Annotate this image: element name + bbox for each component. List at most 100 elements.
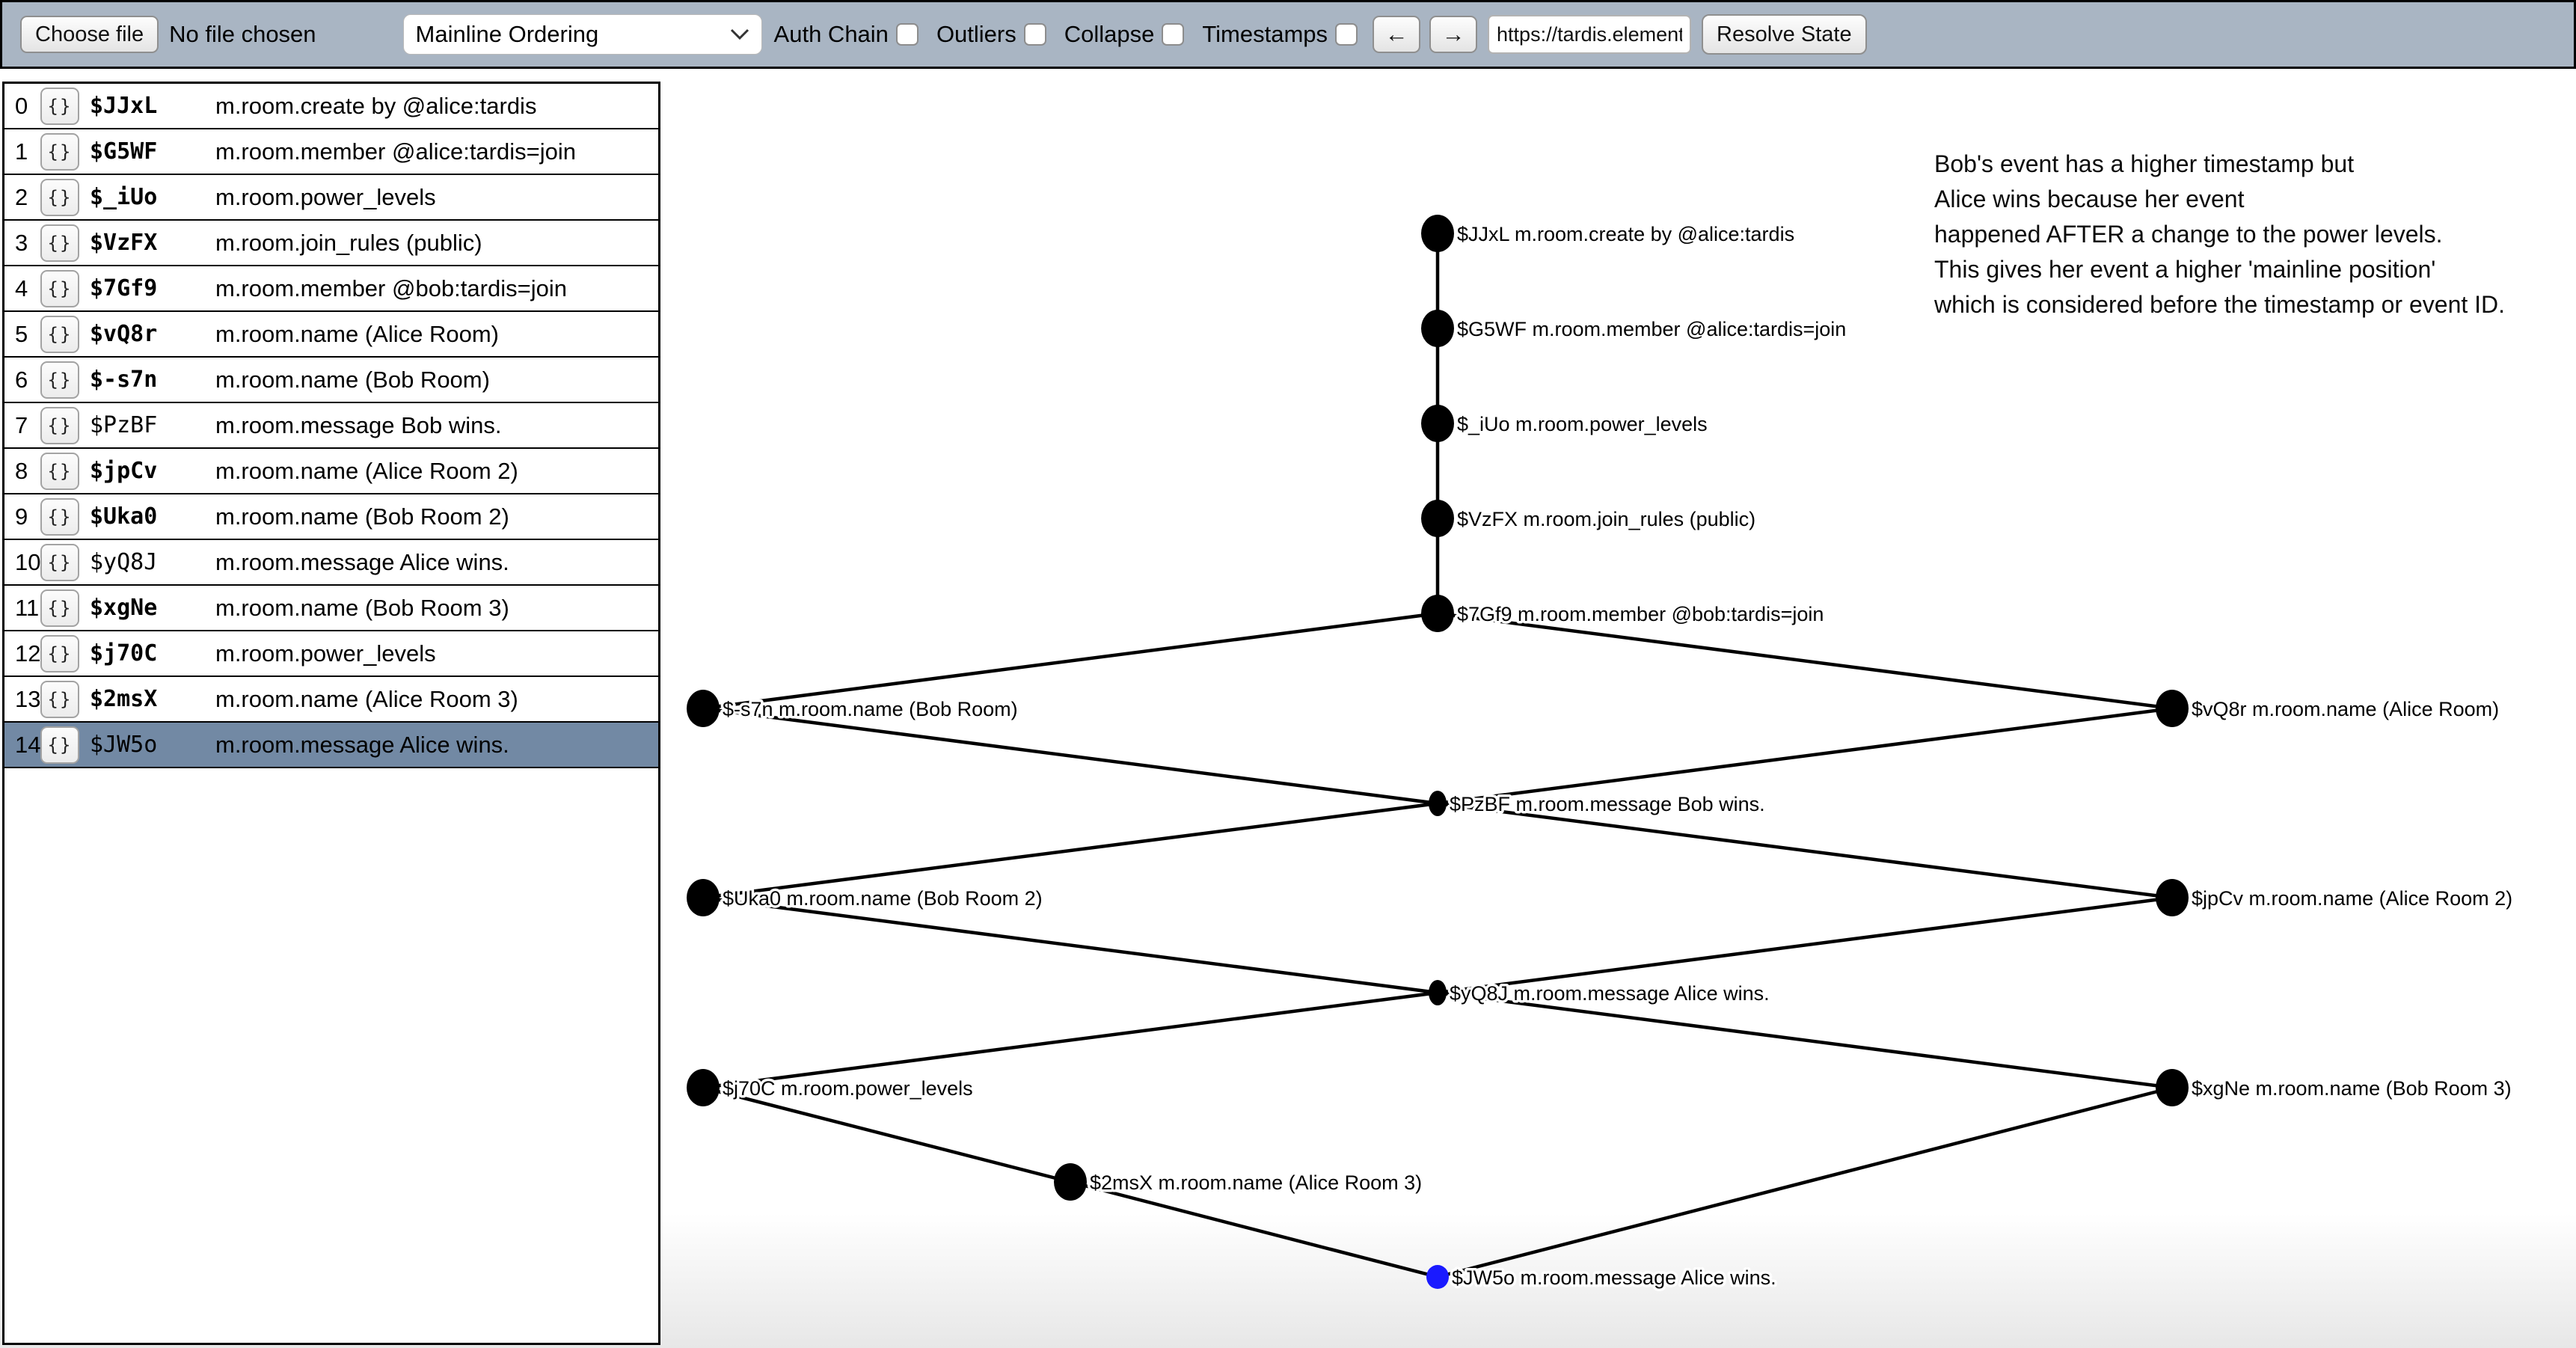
row-index: 10 xyxy=(15,548,41,575)
event-list-row[interactable]: 5 {} $vQ8r m.room.name (Alice Room) xyxy=(4,312,658,358)
row-json-button[interactable]: {} xyxy=(40,87,79,125)
file-status-text: No file chosen xyxy=(169,21,316,47)
choose-file-button[interactable]: Choose file xyxy=(20,16,159,53)
dag-node-label: $jpCv m.room.name (Alice Room 2) xyxy=(2192,887,2512,910)
dag-node[interactable] xyxy=(1054,1163,1087,1201)
row-event-id: $xgNe xyxy=(90,595,158,621)
row-index: 9 xyxy=(15,503,28,530)
dag-node[interactable] xyxy=(1429,791,1447,816)
dag-node[interactable] xyxy=(1421,310,1454,347)
dag-edge xyxy=(1437,611,2173,711)
row-json-button[interactable]: {} xyxy=(40,178,79,216)
dag-edge xyxy=(1437,706,2173,806)
row-json-button[interactable]: {} xyxy=(40,224,79,262)
event-list-row[interactable]: 1 {} $G5WF m.room.member @alice:tardis=j… xyxy=(4,129,658,175)
dag-node-label: $yQ8J m.room.message Alice wins. xyxy=(1450,982,1770,1005)
row-json-button[interactable]: {} xyxy=(40,543,79,581)
row-json-button[interactable]: {} xyxy=(40,269,79,307)
auth-chain-checkbox[interactable] xyxy=(895,23,919,46)
row-index: 3 xyxy=(15,229,28,256)
dag-node[interactable] xyxy=(2156,1069,2189,1106)
dag-node[interactable] xyxy=(1421,500,1454,537)
outliers-label: Outliers xyxy=(936,21,1016,47)
row-event-id: $Uka0 xyxy=(90,503,158,530)
dag-node-label: $G5WF m.room.member @alice:tardis=join xyxy=(1457,318,1846,340)
event-list-row[interactable]: 0 {} $JJxL m.room.create by @alice:tardi… xyxy=(4,84,658,129)
dag-node[interactable] xyxy=(2156,690,2189,727)
dag-node-label: $_iUo m.room.power_levels xyxy=(1457,413,1708,435)
row-json-button[interactable]: {} xyxy=(40,680,79,718)
dag-node[interactable] xyxy=(687,1069,720,1106)
ordering-select[interactable]: Mainline Ordering xyxy=(402,14,762,55)
collapse-checkbox[interactable] xyxy=(1162,23,1185,46)
forward-button[interactable]: → xyxy=(1429,16,1478,53)
explanation-line: happened AFTER a change to the power lev… xyxy=(1934,221,2443,248)
dag-node[interactable] xyxy=(687,879,720,916)
row-json-button[interactable]: {} xyxy=(40,589,79,627)
dag-edge xyxy=(1437,895,2173,995)
row-json-button[interactable]: {} xyxy=(40,406,79,444)
event-list-row[interactable]: 8 {} $jpCv m.room.name (Alice Room 2) xyxy=(4,449,658,494)
row-description: m.room.name (Bob Room) xyxy=(215,366,490,393)
row-index: 7 xyxy=(15,411,28,438)
row-event-id: $jpCv xyxy=(90,458,158,484)
server-url-input[interactable] xyxy=(1488,15,1692,54)
row-event-id: $JW5o xyxy=(90,732,158,758)
dag-node-label: $j70C m.room.power_levels xyxy=(723,1077,973,1100)
event-list-row[interactable]: 4 {} $7Gf9 m.room.member @bob:tardis=joi… xyxy=(4,266,658,312)
event-list-row[interactable]: 14 {} $JW5o m.room.message Alice wins. xyxy=(4,723,658,768)
dag-node[interactable] xyxy=(1421,215,1454,252)
dag-node[interactable] xyxy=(1426,1265,1449,1289)
row-json-button[interactable]: {} xyxy=(40,452,79,490)
event-list-row[interactable]: 9 {} $Uka0 m.room.name (Bob Room 2) xyxy=(4,494,658,540)
row-description: m.room.join_rules (public) xyxy=(215,229,482,256)
dag-edge xyxy=(702,801,1438,900)
event-list-row[interactable]: 13 {} $2msX m.room.name (Alice Room 3) xyxy=(4,677,658,723)
event-list-row[interactable]: 12 {} $j70C m.room.power_levels xyxy=(4,631,658,677)
row-event-id: $JJxL xyxy=(90,93,158,119)
event-list-row[interactable]: 2 {} $_iUo m.room.power_levels xyxy=(4,175,658,221)
row-json-button[interactable]: {} xyxy=(40,497,79,536)
dag-node[interactable] xyxy=(687,690,720,727)
chevron-down-icon xyxy=(730,28,749,40)
row-description: m.room.message Bob wins. xyxy=(215,411,502,438)
event-list-row[interactable]: 3 {} $VzFX m.room.join_rules (public) xyxy=(4,221,658,266)
row-index: 2 xyxy=(15,183,28,210)
event-list-row[interactable]: 11 {} $xgNe m.room.name (Bob Room 3) xyxy=(4,586,658,631)
dag-edge xyxy=(1070,1180,1438,1279)
resolve-state-button[interactable]: Resolve State xyxy=(1702,14,1867,55)
toolbar: Choose file No file chosen Mainline Orde… xyxy=(0,0,2576,69)
row-description: m.room.name (Bob Room 3) xyxy=(215,594,509,621)
explanation-line: This gives her event a higher 'mainline … xyxy=(1934,256,2436,283)
timestamps-checkbox[interactable] xyxy=(1335,23,1358,46)
row-json-button[interactable]: {} xyxy=(40,361,79,399)
row-json-button[interactable]: {} xyxy=(40,634,79,673)
dag-node[interactable] xyxy=(1421,595,1454,632)
explanation-line: Bob's event has a higher timestamp but xyxy=(1934,150,2355,177)
ordering-select-value: Mainline Ordering xyxy=(415,21,599,47)
dag-edge xyxy=(702,611,1438,711)
dag-edge xyxy=(1437,801,2173,900)
dag-node[interactable] xyxy=(1429,980,1447,1005)
back-button[interactable]: ← xyxy=(1373,16,1421,53)
row-index: 6 xyxy=(15,366,28,393)
dag-node-label: $xgNe m.room.name (Bob Room 3) xyxy=(2192,1077,2512,1100)
dag-node-label: $-s7n m.room.name (Bob Room) xyxy=(723,698,1018,720)
outliers-checkbox[interactable] xyxy=(1023,23,1046,46)
dag-edge xyxy=(702,706,1438,806)
row-index: 13 xyxy=(15,685,41,712)
event-list-row[interactable]: 7 {} $PzBF m.room.message Bob wins. xyxy=(4,403,658,449)
row-json-button[interactable]: {} xyxy=(40,132,79,171)
row-json-button[interactable]: {} xyxy=(40,315,79,353)
dag-node[interactable] xyxy=(1421,405,1454,442)
row-description: m.room.member @alice:tardis=join xyxy=(215,138,576,165)
dag-node-label: $Uka0 m.room.name (Bob Room 2) xyxy=(723,887,1043,910)
event-list-row[interactable]: 10 {} $yQ8J m.room.message Alice wins. xyxy=(4,540,658,586)
row-description: m.room.message Alice wins. xyxy=(215,548,509,575)
row-json-button[interactable]: {} xyxy=(40,726,79,764)
event-list-row[interactable]: 6 {} $-s7n m.room.name (Bob Room) xyxy=(4,358,658,403)
row-description: m.room.name (Alice Room) xyxy=(215,320,499,347)
row-index: 11 xyxy=(15,594,40,621)
row-event-id: $_iUo xyxy=(90,184,158,210)
dag-node[interactable] xyxy=(2156,879,2189,916)
